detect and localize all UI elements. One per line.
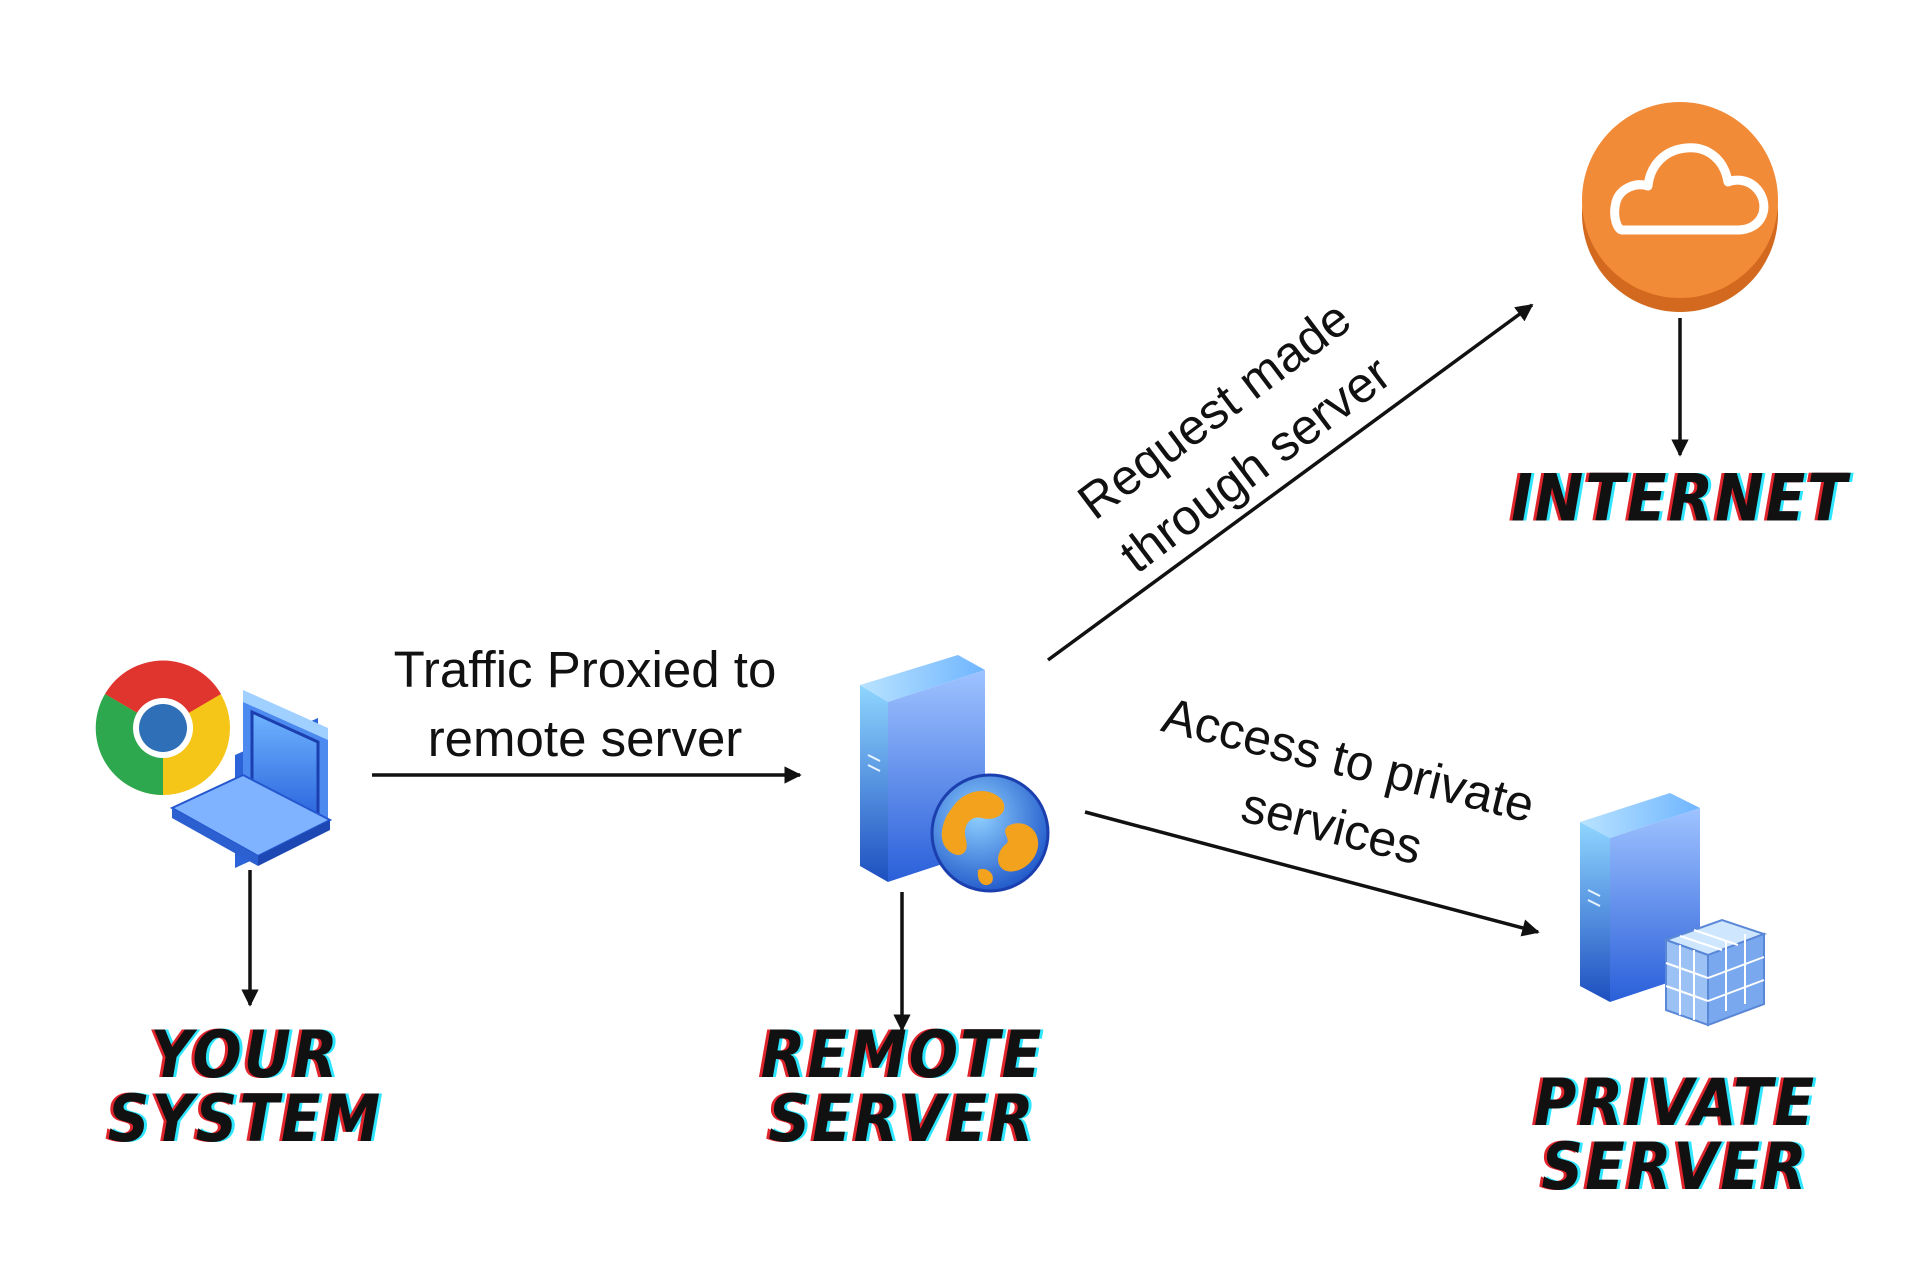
chrome-browser-icon: [95, 660, 230, 796]
private-server-icon-group: [1580, 793, 1767, 1027]
node-label-your-system-line1: YOUR: [150, 1016, 340, 1093]
node-label-your-system: YOUR SYSTEM: [95, 1016, 395, 1157]
laptop-icon: [169, 690, 333, 868]
arrow-request-to-internet: [1046, 303, 1534, 662]
node-label-internet: INTERNET: [1500, 459, 1860, 537]
edge-label-proxy: Traffic Proxied to remote server: [375, 636, 795, 774]
edge-label-proxy-line1: Traffic Proxied to: [393, 641, 777, 698]
globe-icon: [930, 773, 1050, 893]
node-label-internet-line1: INTERNET: [1511, 459, 1849, 537]
node-label-remote-server-line1: REMOTE: [760, 1016, 1044, 1093]
node-label-private-server: PRIVATE SERVER: [1505, 1064, 1845, 1205]
your-system-icon-group: [95, 660, 333, 868]
node-label-remote-server: REMOTE SERVER: [752, 1016, 1052, 1157]
node-label-private-server-line1: PRIVATE: [1533, 1064, 1817, 1141]
node-label-your-system-line2: SYSTEM: [107, 1080, 383, 1157]
database-grid-icon: [1663, 918, 1767, 1027]
cloud-icon: [1582, 102, 1778, 312]
arrow-access-to-private: [1084, 810, 1540, 937]
node-label-remote-server-line2: SERVER: [768, 1080, 1036, 1157]
remote-server-icon-group: [860, 655, 1050, 893]
node-label-private-server-line2: SERVER: [1541, 1128, 1809, 1205]
edge-label-proxy-line2: remote server: [427, 709, 743, 767]
